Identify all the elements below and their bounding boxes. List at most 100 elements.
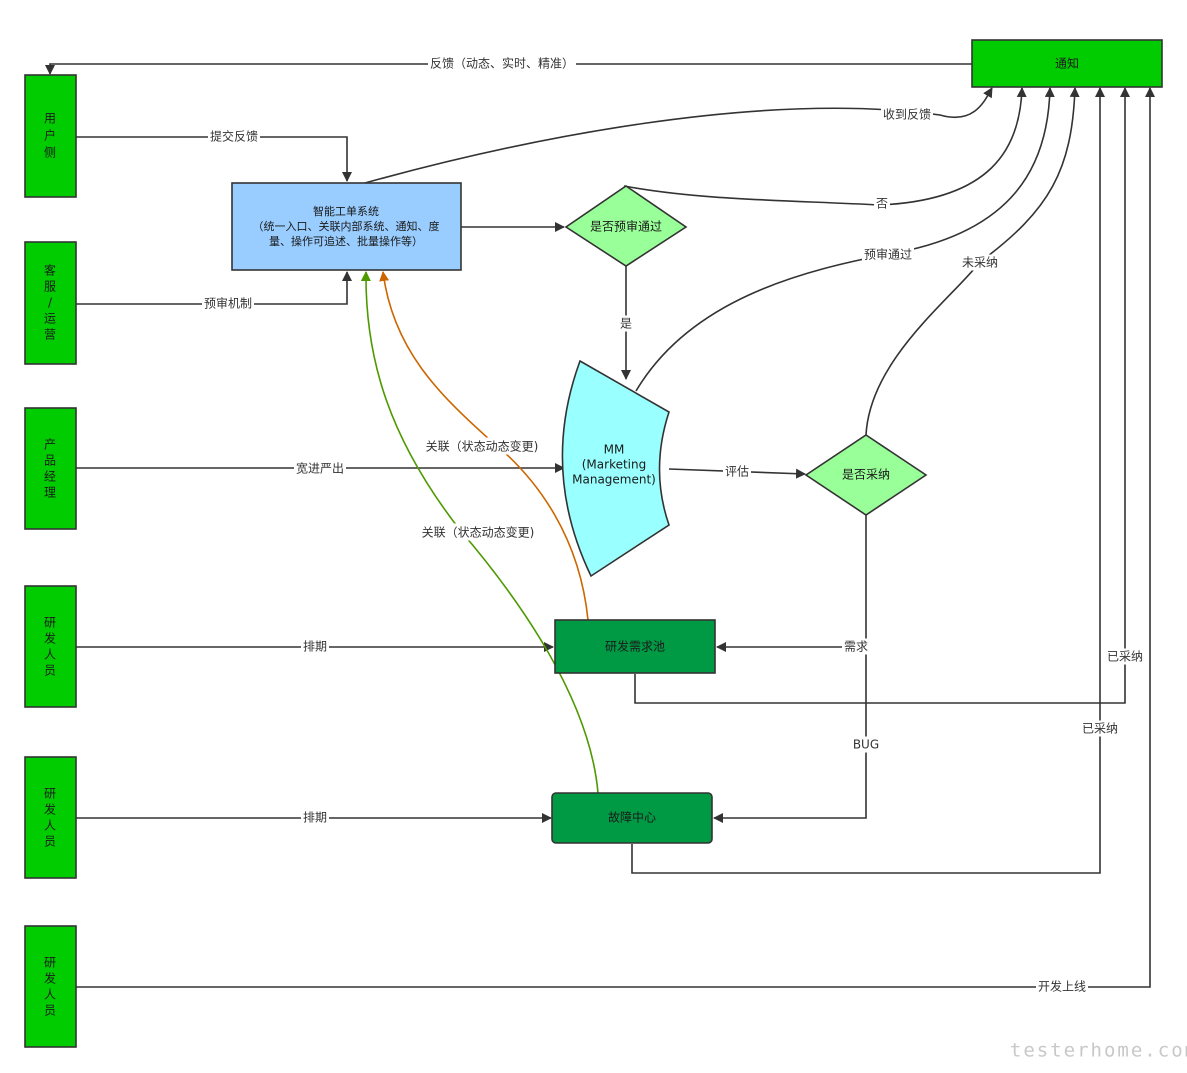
label-yes: 是 (620, 317, 632, 331)
actor-dev2-node[interactable] (24, 756, 77, 879)
fault-center-label: 故障中心 (608, 810, 656, 825)
prereview-node[interactable] (564, 185, 688, 267)
label-evaluate-bg (722, 463, 752, 480)
edge-bug (713, 647, 867, 823)
actor-cs-label-line: 客 (44, 263, 56, 278)
actor-user-label: 用户侧 (44, 112, 56, 160)
label-feedback: 反馈（动态、实时、精准） (430, 56, 574, 71)
edge-requirement (716, 515, 867, 652)
actor-dev2-label: 研发人员 (44, 787, 56, 849)
actor-dev2-label-line: 人 (44, 819, 56, 833)
label-submit: 提交反馈 (210, 129, 258, 144)
actor-pm-label-line: 产 (44, 438, 56, 452)
label-adopted-1: 已采纳 (1107, 650, 1143, 664)
edge-prereview-mech (76, 271, 352, 305)
edge-feedback (45, 63, 972, 75)
actor-dev1-node[interactable] (24, 585, 77, 708)
label-link-green-bg (419, 523, 537, 541)
actor-user-label-line: 用 (44, 112, 56, 126)
ticket-system-label-line: 智能工单系统 (313, 204, 379, 218)
prereview-label: 是否预审通过 (590, 219, 662, 234)
edge-release (76, 87, 1155, 988)
adopt-node[interactable] (804, 434, 928, 516)
label-adopted-2: 已采纳 (1082, 722, 1118, 736)
fault-center-node[interactable] (551, 792, 713, 844)
label-not-adopted-bg (959, 254, 1001, 271)
actor-cs-node[interactable] (24, 241, 77, 365)
label-link-orange: 关联（状态动态变更) (426, 439, 539, 454)
actor-dev2-label-line: 员 (44, 835, 56, 849)
label-schedule-1: 排期 (303, 640, 327, 654)
label-release-bg (1035, 977, 1089, 995)
notify-label-line: 通知 (1055, 57, 1079, 71)
label-adopted-1-bg (1104, 648, 1146, 665)
label-prereview-mech: 预审机制 (204, 296, 252, 311)
actor-dev2-label-line: 发 (44, 802, 56, 817)
ticket-system-label-line: （统一入口、关联内部系统、通知、度 (253, 219, 440, 233)
label-prereview-mech-bg (201, 294, 255, 312)
label-bug-bg (850, 736, 882, 753)
dev-pool-node[interactable] (554, 619, 716, 674)
actor-dev3-node[interactable] (24, 925, 77, 1048)
actor-dev1-label-line: 人 (44, 648, 56, 662)
actor-pm-node[interactable] (24, 407, 77, 530)
label-adopted-2-bg (1079, 720, 1121, 737)
actor-cs-label-line: 运 (44, 312, 56, 326)
mm-node[interactable] (561, 359, 670, 578)
label-received: 收到反馈 (883, 108, 931, 122)
actor-pm-label-line: 理 (44, 486, 56, 500)
edge-received (364, 87, 993, 184)
label-bug: BUG (853, 738, 879, 752)
label-passed: 预审通过 (864, 247, 912, 262)
label-no: 否 (876, 197, 888, 211)
watermark: testerhome.com (1010, 1040, 1187, 1062)
actor-pm-label-line: 经 (44, 470, 56, 484)
actor-user-node[interactable] (24, 74, 77, 198)
mm-label-line: (Marketing (582, 458, 647, 472)
actor-dev3-label-line: 发 (44, 971, 56, 986)
label-yes-bg (617, 315, 635, 332)
edge-no (623, 87, 1027, 206)
actor-dev1-label-line: 研 (44, 616, 56, 630)
dev-pool-label: 研发需求池 (605, 639, 665, 654)
edge-submit (76, 136, 352, 182)
actor-dev3-label-line: 研 (44, 956, 56, 970)
label-link-green: 关联（状态动态变更) (422, 525, 535, 540)
label-submit-bg (207, 127, 261, 145)
ticket-system-label-line: 量、操作可追述、批量操作等） (269, 234, 423, 248)
actor-pm-label-line: 品 (44, 454, 56, 468)
actor-dev1-label-line: 员 (44, 664, 56, 678)
actor-cs-label-line: / (48, 296, 53, 310)
notify-node[interactable] (971, 39, 1163, 88)
actor-dev3-label: 研发人员 (44, 956, 56, 1018)
ticket-system-label: 智能工单系统（统一入口、关联内部系统、通知、度量、操作可追述、批量操作等） (253, 204, 440, 248)
actor-pm-label: 产品经理 (44, 438, 56, 500)
actor-cs-label-line: 服 (44, 280, 56, 294)
label-release: 开发上线 (1038, 979, 1086, 994)
label-evaluate: 评估 (725, 465, 749, 479)
ticket-system-node[interactable] (231, 182, 462, 271)
label-strict-bg (293, 459, 347, 477)
edge-adopted-1 (634, 87, 1130, 704)
label-passed-bg (861, 245, 915, 263)
edge-passed (635, 87, 1055, 392)
actor-user-label-line: 侧 (44, 146, 56, 160)
mm-label-line: Management) (572, 473, 656, 487)
mm-label-line: MM (604, 443, 625, 457)
label-schedule-2: 排期 (303, 811, 327, 825)
label-requirement: 需求 (844, 640, 868, 654)
dev-pool-label-line: 研发需求池 (605, 639, 665, 654)
prereview-label-line: 是否预审通过 (590, 219, 662, 234)
fault-center-label-line: 故障中心 (608, 810, 656, 825)
adopt-label-line: 是否采纳 (842, 468, 890, 482)
label-strict: 宽进严出 (296, 461, 344, 476)
label-schedule-1-bg (300, 638, 330, 655)
label-no-bg (873, 195, 891, 212)
actor-dev1-label: 研发人员 (44, 616, 56, 678)
actor-cs-label: 客服/运营 (44, 263, 56, 342)
label-not-adopted: 未采纳 (962, 256, 998, 270)
label-requirement-bg (841, 638, 871, 655)
